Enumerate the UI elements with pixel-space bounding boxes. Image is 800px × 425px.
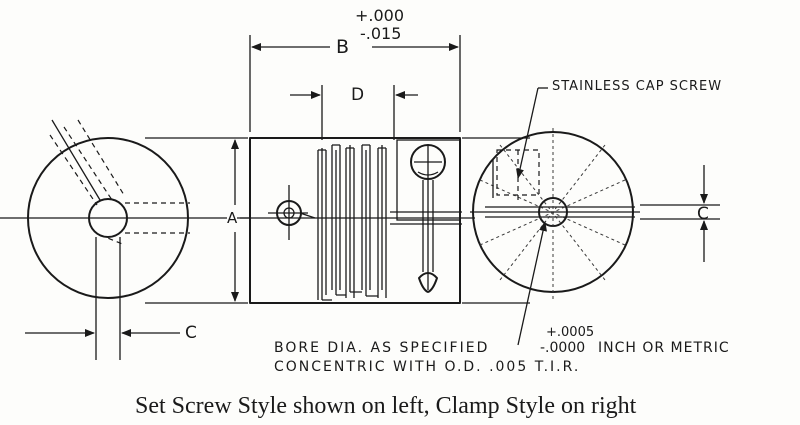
concentric-label: CONCENTRIC WITH O.D. .005 T.I.R. xyxy=(274,359,581,375)
bore-units-label: INCH OR METRIC xyxy=(598,340,730,356)
bore-dia-label: BORE DIA. AS SPECIFIED xyxy=(274,340,490,356)
b-label: B xyxy=(336,36,350,58)
b-dimension xyxy=(249,35,461,132)
left-c-label: C xyxy=(185,323,197,343)
bore-leader xyxy=(517,221,547,346)
figure-caption: Set Screw Style shown on left, Clamp Sty… xyxy=(135,393,637,419)
b-tol-minus: -.015 xyxy=(360,24,402,43)
right-c-label: C xyxy=(697,204,709,224)
right-end-view xyxy=(470,128,640,300)
screw-tip xyxy=(418,272,438,293)
right-c-dimension xyxy=(640,165,720,262)
bore-tol-plus: +.0005 xyxy=(546,325,595,340)
coupling-body xyxy=(145,137,530,304)
cap-screw-leader xyxy=(516,87,548,179)
d-label: D xyxy=(351,85,365,105)
d-dimension xyxy=(290,85,418,140)
bore-tol-minus: -.0000 xyxy=(540,340,586,356)
flexure-slots xyxy=(317,144,387,301)
cap-screw-label: STAINLESS CAP SCREW xyxy=(552,79,723,94)
b-tol-plus: +.000 xyxy=(355,6,405,25)
left-end-view xyxy=(0,119,250,360)
a-label: A xyxy=(227,209,238,227)
